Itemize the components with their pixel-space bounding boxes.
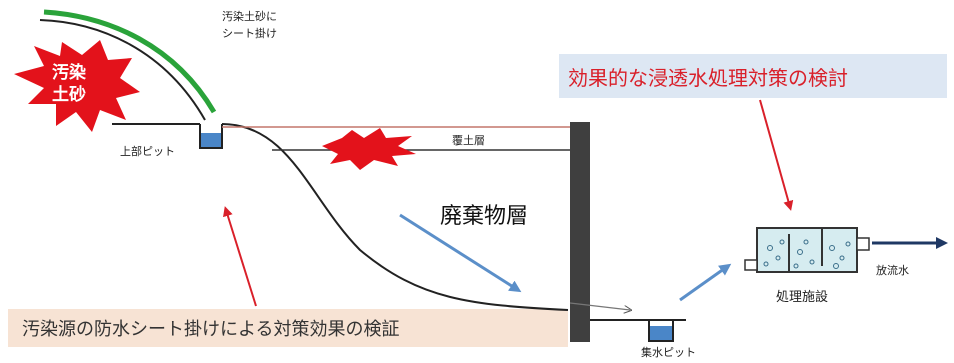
collection-pit-label: 集水ピット xyxy=(641,346,696,359)
upper-pit-outline xyxy=(199,124,223,149)
callout-arrow-top xyxy=(759,99,794,211)
tank-inlet-stub xyxy=(744,259,758,271)
tank-outlet-stub xyxy=(856,237,870,251)
headline-background-blue xyxy=(559,54,947,98)
discharge-water-label: 放流水 xyxy=(876,264,909,277)
pumping-flow-arrow xyxy=(679,263,732,302)
seepage-line xyxy=(569,302,630,310)
headline-bottom-left: 汚染源の防水シート掛けによる対策効果の検証 xyxy=(22,319,400,340)
tank-bubbles xyxy=(763,239,851,269)
headline-top-right: 効果的な浸透水処理対策の検討 xyxy=(568,66,848,90)
treatment-facility-label: 処理施設 xyxy=(776,290,829,305)
sheet-cover-note: 汚染土砂に シート掛け xyxy=(222,10,277,40)
contaminated-soil-burst xyxy=(14,40,140,132)
cover-soil-burst xyxy=(322,128,416,170)
waste-layer-label: 廃棄物層 xyxy=(440,204,529,229)
cover-soil-layer-label: 覆土層 xyxy=(452,134,485,147)
contaminated-soil-label: 汚染 土砂 xyxy=(52,63,86,105)
upper-pit-water xyxy=(201,133,221,147)
retaining-wall xyxy=(570,122,590,342)
callout-arrow-bottom xyxy=(223,206,257,307)
collection-pit-water xyxy=(650,326,672,340)
waterproof-sheet xyxy=(43,9,217,114)
collection-pit-outline xyxy=(648,320,674,342)
upper-pit-label: 上部ピット xyxy=(120,145,175,158)
headline-background-peach xyxy=(8,309,568,347)
infiltration-flow-arrow xyxy=(399,213,522,293)
landfill-bottom-profile xyxy=(221,123,569,311)
hill-outline xyxy=(39,19,206,121)
